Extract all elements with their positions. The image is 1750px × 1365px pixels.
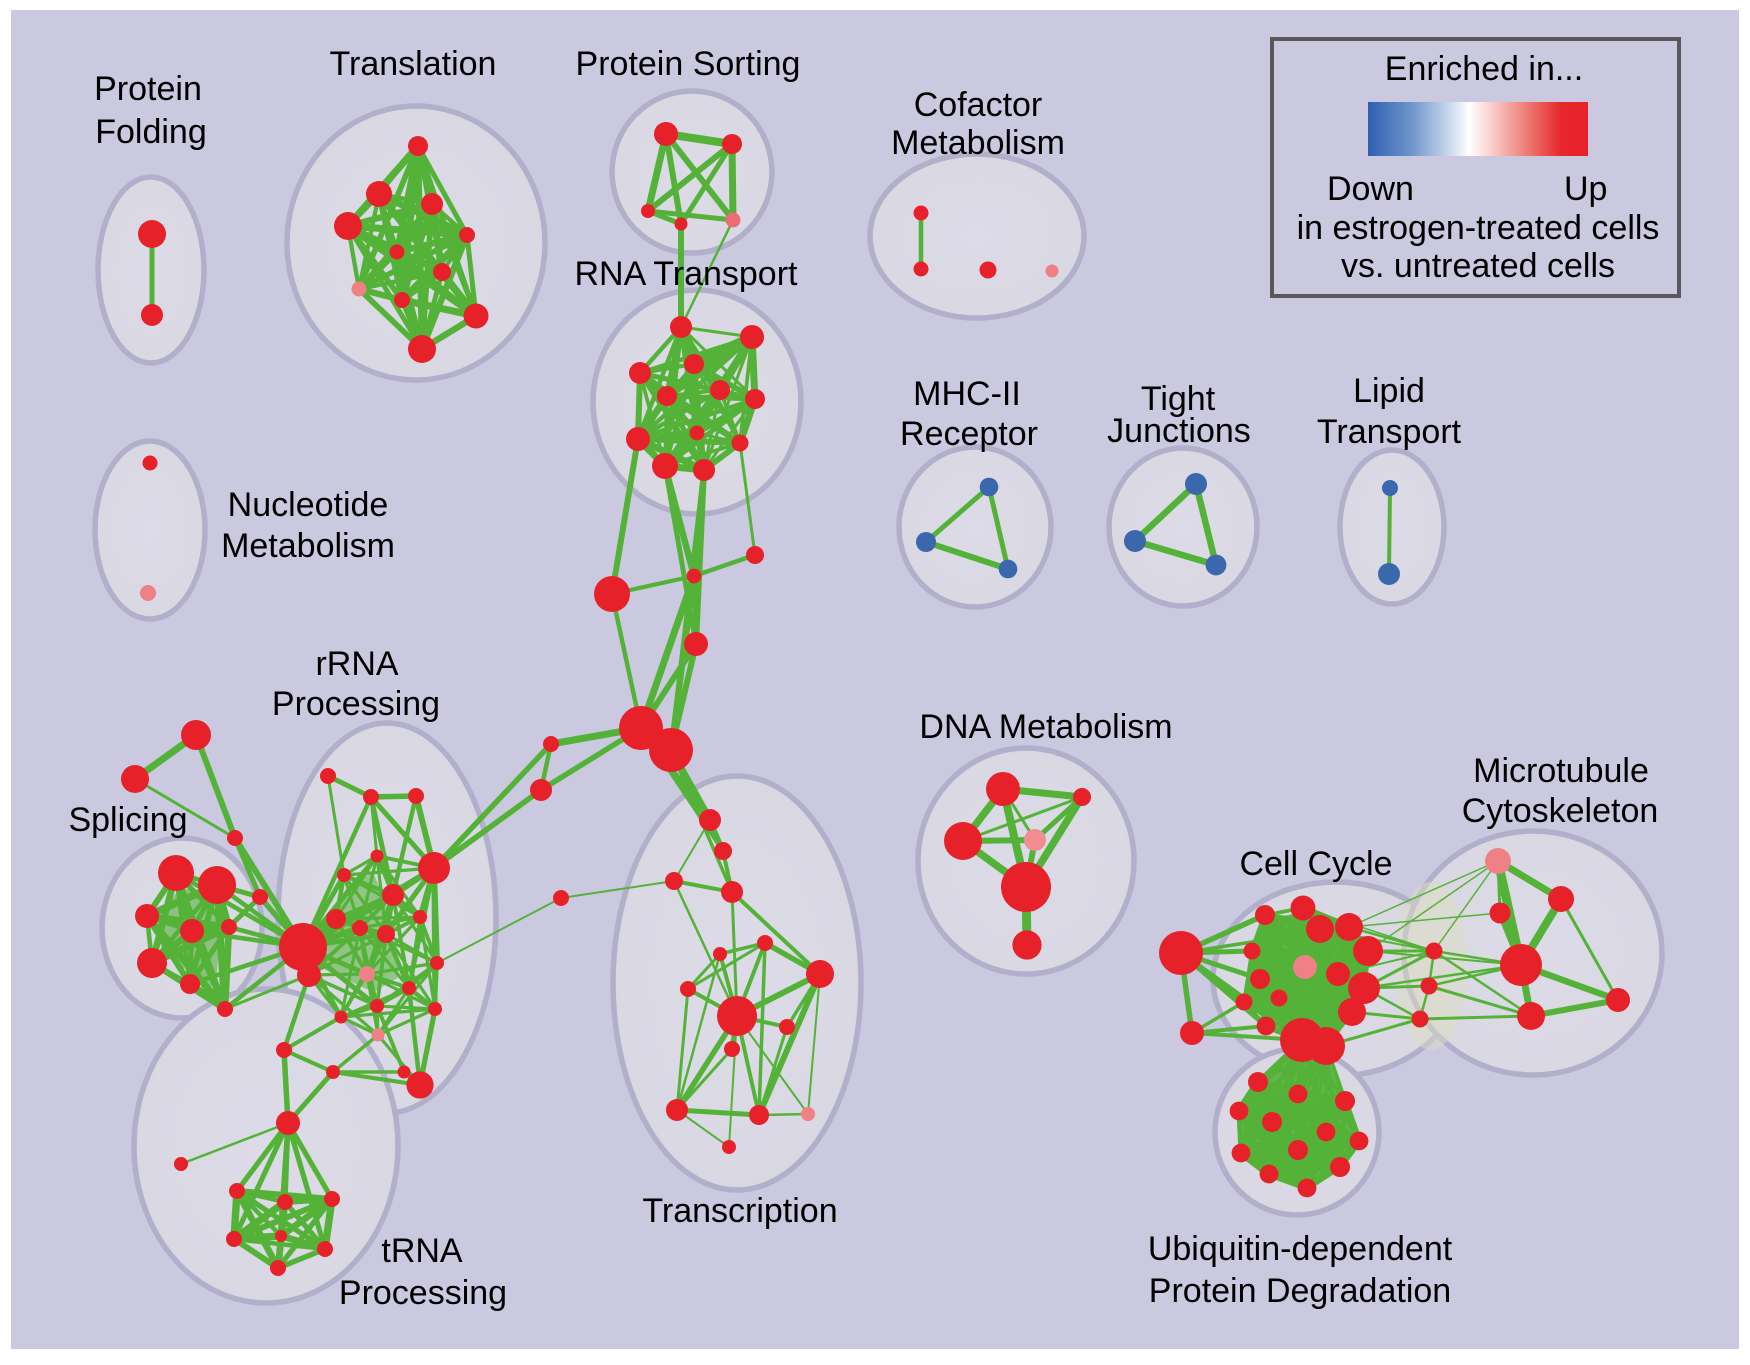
svg-text:Transport: Transport (1317, 413, 1462, 451)
svg-text:Metabolism: Metabolism (221, 527, 395, 565)
svg-text:DNA Metabolism: DNA Metabolism (919, 708, 1172, 746)
svg-text:Folding: Folding (95, 113, 207, 151)
svg-text:Translation: Translation (330, 45, 497, 83)
svg-text:Receptor: Receptor (900, 415, 1038, 453)
svg-text:Splicing: Splicing (68, 801, 187, 839)
svg-text:Metabolism: Metabolism (891, 124, 1065, 162)
svg-text:Cytoskeleton: Cytoskeleton (1462, 792, 1659, 830)
svg-text:Enriched in...: Enriched in... (1385, 50, 1583, 88)
svg-text:vs. untreated cells: vs. untreated cells (1341, 247, 1615, 285)
svg-text:Nucleotide: Nucleotide (228, 486, 389, 524)
svg-text:Protein Degradation: Protein Degradation (1149, 1272, 1451, 1310)
svg-text:Down: Down (1327, 170, 1414, 208)
svg-text:Tight: Tight (1141, 380, 1216, 418)
svg-text:Processing: Processing (339, 1274, 507, 1312)
svg-text:Transcription: Transcription (642, 1192, 837, 1230)
svg-text:Ubiquitin-dependent: Ubiquitin-dependent (1148, 1230, 1453, 1268)
svg-text:Processing: Processing (272, 685, 440, 723)
svg-text:Microtubule: Microtubule (1473, 752, 1649, 790)
svg-text:Protein Sorting: Protein Sorting (576, 45, 801, 83)
svg-text:Up: Up (1564, 170, 1607, 208)
svg-text:Cofactor: Cofactor (914, 86, 1043, 124)
svg-text:RNA Transport: RNA Transport (575, 255, 799, 293)
svg-text:rRNA: rRNA (315, 645, 398, 683)
svg-text:Protein: Protein (94, 70, 202, 108)
svg-text:Cell Cycle: Cell Cycle (1239, 845, 1392, 883)
svg-text:in estrogen-treated cells: in estrogen-treated cells (1297, 209, 1660, 247)
svg-text:MHC-II: MHC-II (913, 375, 1021, 413)
svg-text:Junctions: Junctions (1107, 412, 1251, 450)
svg-text:tRNA: tRNA (381, 1232, 463, 1270)
svg-text:Lipid: Lipid (1353, 372, 1425, 410)
